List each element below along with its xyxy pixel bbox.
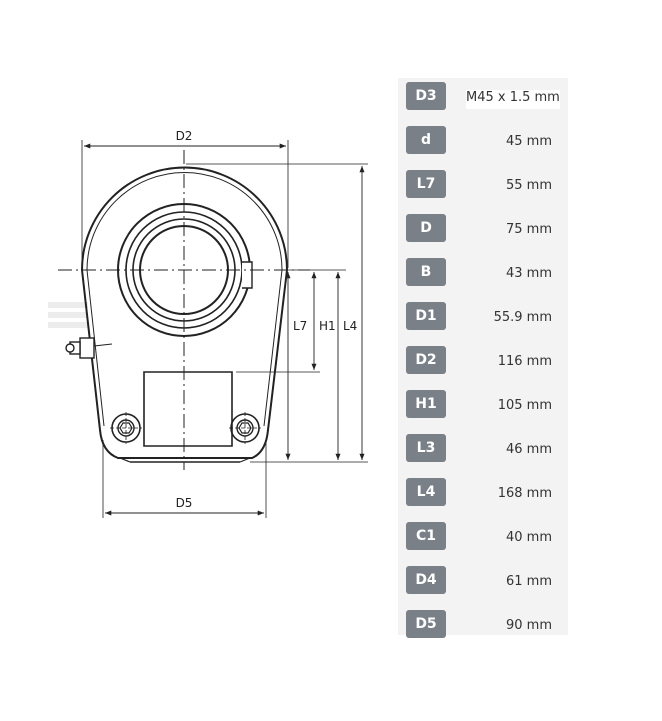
spec-row-b: B 43 mm [398,254,568,298]
spec-row-d5: D5 90 mm [398,606,568,650]
spec-value: 75 mm [505,222,552,237]
spec-value: 116 mm [497,354,552,369]
housing-inner-outline [86,172,283,427]
spec-value: 90 mm [505,618,552,633]
d5-label: D5 [176,496,193,510]
h1-label: H1 [319,319,336,333]
spec-code-badge: H1 [406,390,446,418]
spec-row-d2: D2 116 mm [398,342,568,386]
spec-row-h1: H1 105 mm [398,386,568,430]
spec-code-badge: D5 [406,610,446,638]
spec-value: 105 mm [497,398,552,413]
spec-code-badge: d [406,126,446,154]
spec-row-d3: D3 M45 x 1.5 mm [398,78,568,122]
spec-code-badge: B [406,258,446,286]
grease-nipple [65,337,113,359]
spec-row-d4: D4 61 mm [398,562,568,606]
spec-row-c1: C1 40 mm [398,518,568,562]
rod-end-drawing: D2 D5 L7 H1 L4 [48,129,368,518]
spec-code-badge: D4 [406,566,446,594]
spec-code-badge: L7 [406,170,446,198]
spec-code-badge: C1 [406,522,446,550]
spec-row-d1: D1 55.9 mm [398,298,568,342]
l7-label: L7 [293,319,307,333]
shank [143,371,233,447]
spec-row-d: d 45 mm [398,122,568,166]
spec-value: 45 mm [505,134,552,149]
spec-row-l4: L4 168 mm [398,474,568,518]
spec-value: 46 mm [505,442,552,457]
spec-value: 55 mm [505,178,552,193]
spec-code-badge: L4 [406,478,446,506]
spec-value: 55.9 mm [493,310,552,325]
d2-label: D2 [176,129,193,143]
spec-value: M45 x 1.5 mm [466,90,560,109]
spec-value: 40 mm [505,530,552,545]
spec-row-l3: L3 46 mm [398,430,568,474]
housing-outline [80,166,289,459]
spec-value: 61 mm [505,574,552,589]
spec-row-d: D 75 mm [398,210,568,254]
spec-value: 43 mm [505,266,552,281]
spec-code-badge: D1 [406,302,446,330]
l4-label: L4 [343,319,357,333]
spec-code-badge: L3 [406,434,446,462]
spec-value: 168 mm [497,486,552,501]
spec-code-badge: D [406,214,446,242]
spec-code-badge: D3 [406,82,446,110]
spec-code-badge: D2 [406,346,446,374]
watermark-logo [48,302,88,328]
specifications-panel: D3 M45 x 1.5 mm d 45 mm L7 55 mm D 75 mm B 43 mm D… [398,78,568,638]
spec-row-l7: L7 55 mm [398,166,568,210]
